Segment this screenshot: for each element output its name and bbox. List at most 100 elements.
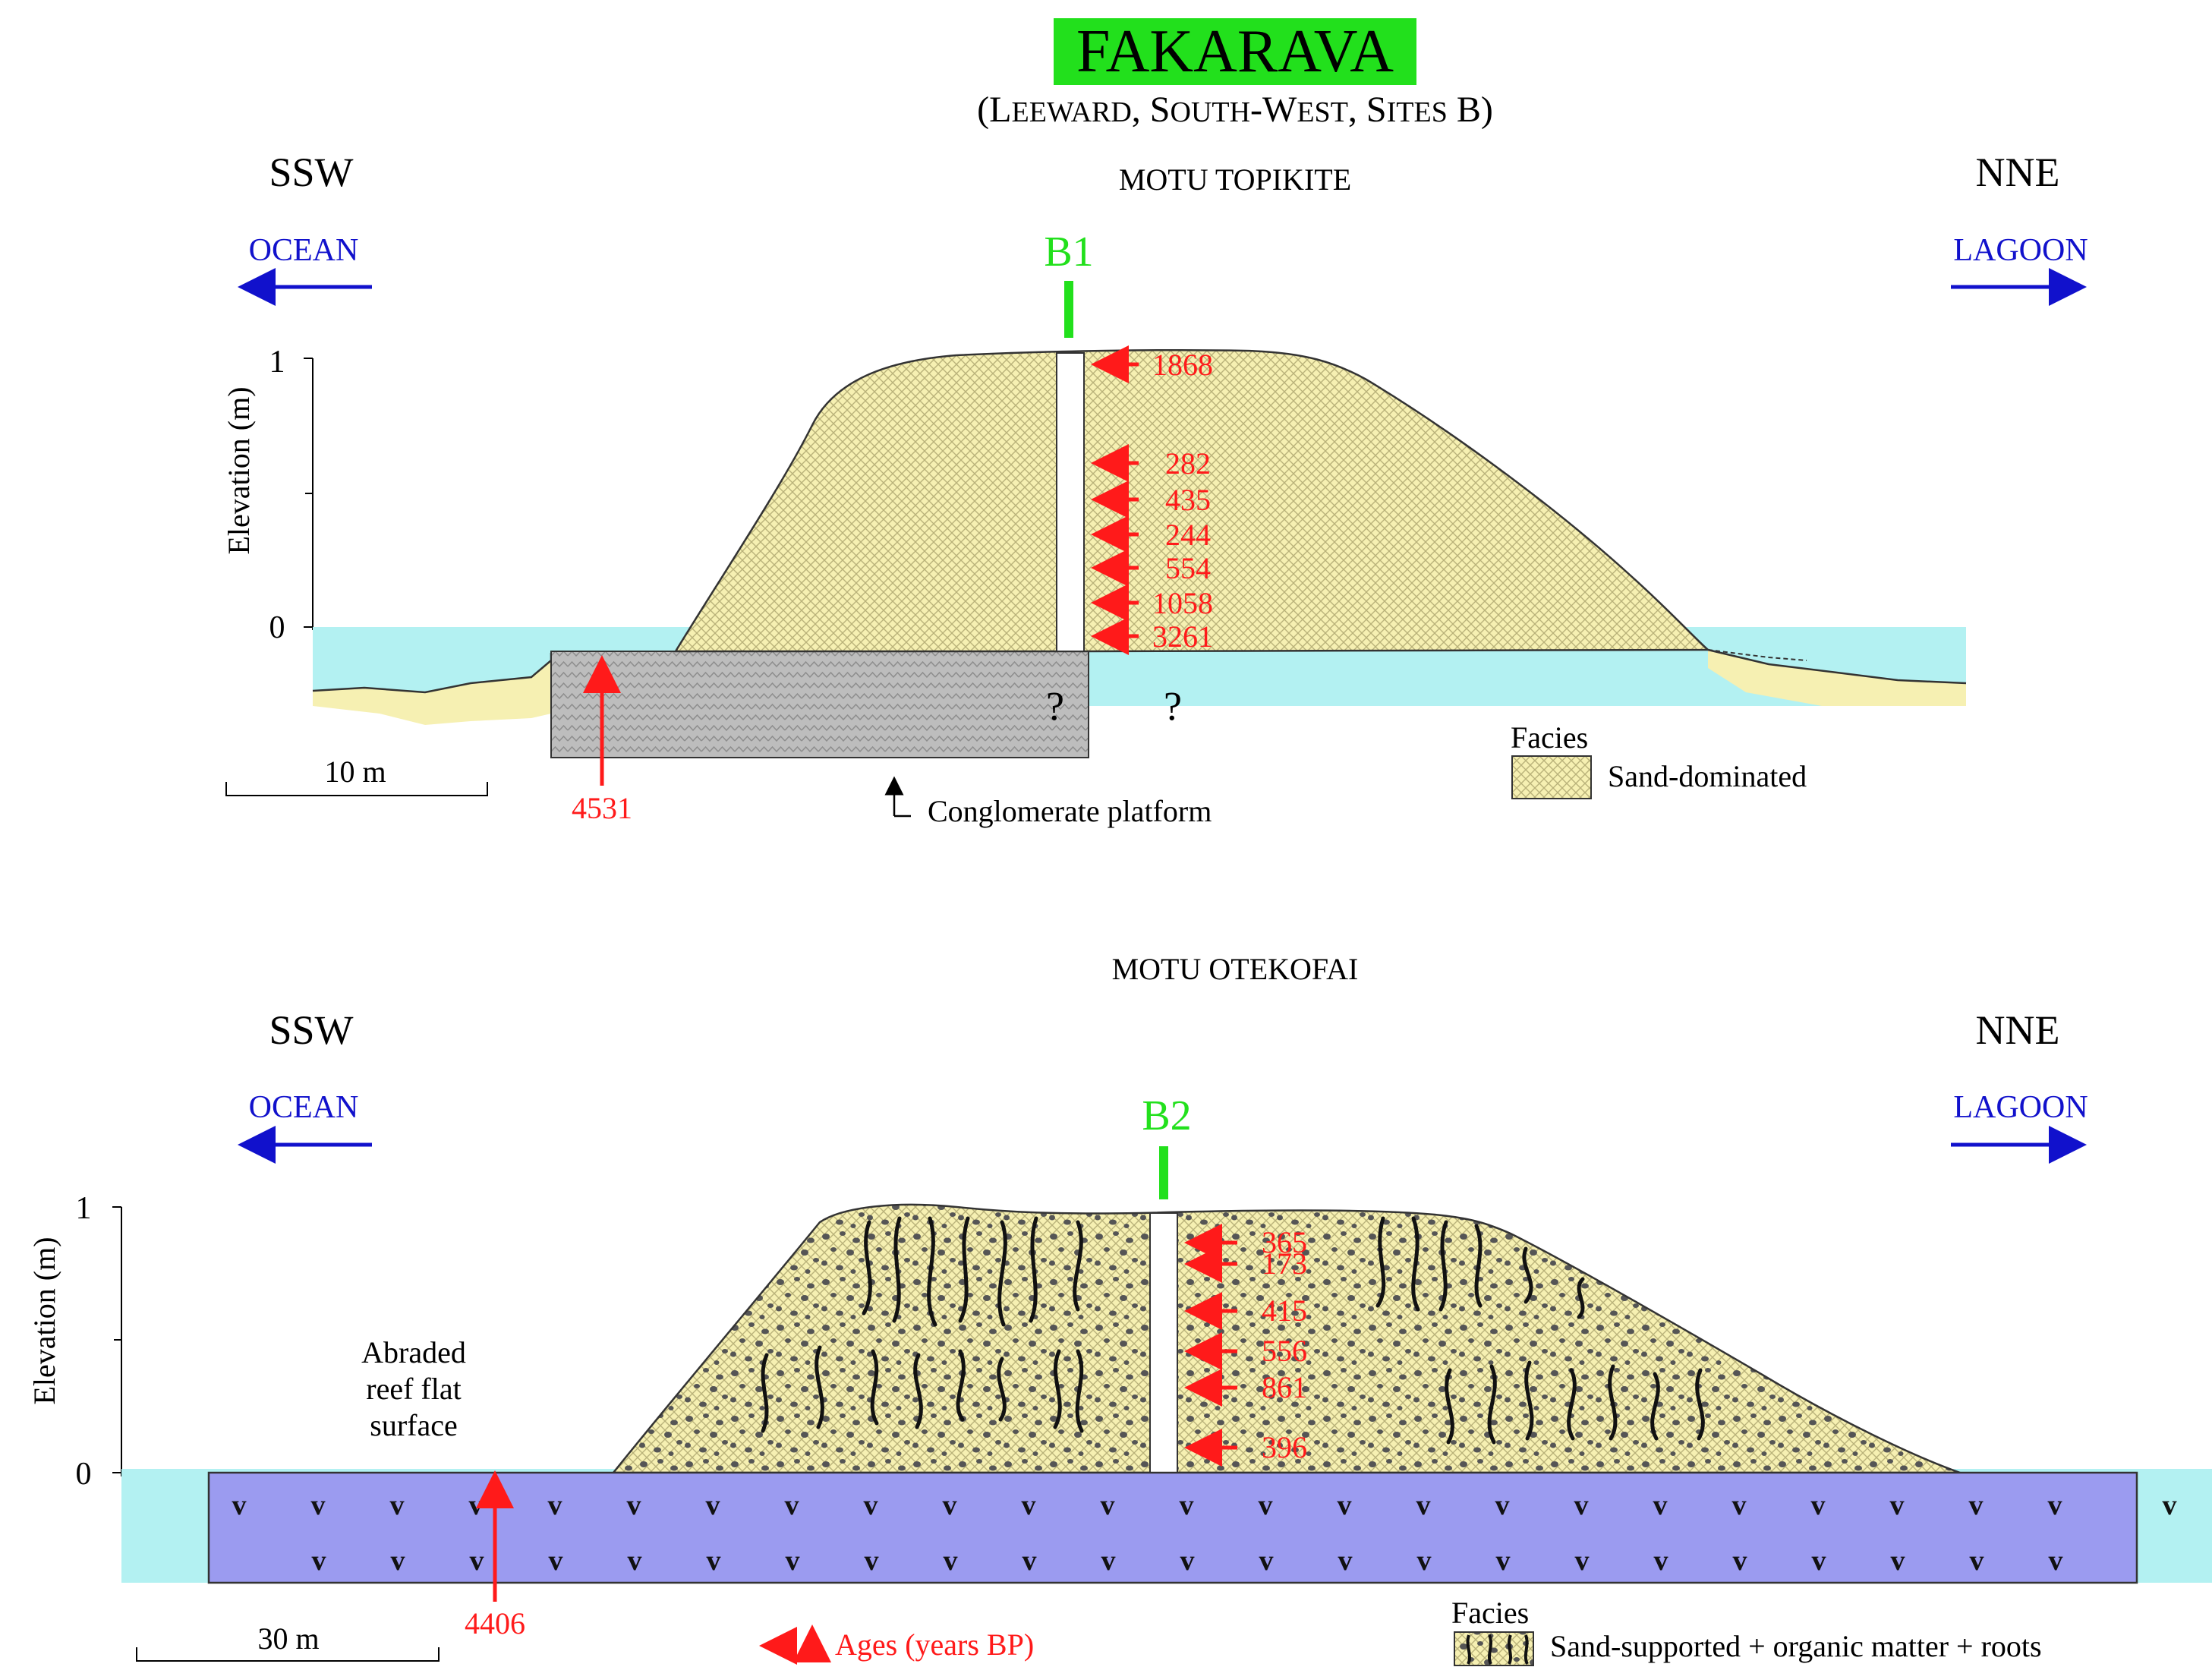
reef-marker: v [1891, 1545, 1905, 1577]
reef-marker: v [1890, 1489, 1905, 1521]
subtitle: (LEEWARD, SOUTH-WEST, SITES B) [977, 90, 1493, 130]
svg-text:173: 173 [1262, 1246, 1307, 1281]
reef-marker: v [549, 1545, 563, 1577]
bottom-y-tick-label-1: 1 [76, 1191, 92, 1226]
bottom-legend-swatch [1454, 1631, 1534, 1666]
svg-text:861: 861 [1262, 1370, 1307, 1404]
top-legend-item: Sand-dominated [1608, 759, 1807, 793]
top-ocean-label: OCEAN [249, 233, 359, 268]
reef-marker: v [1101, 1545, 1116, 1577]
bottom-panel: MOTU OTEKOFAI SSW NNE OCEAN LAGOON 1 0 E… [27, 952, 2212, 1666]
top-legend-swatch [1511, 755, 1592, 799]
bottom-age-173: 173 [1184, 1245, 1307, 1283]
bottom-scale-bar [136, 1647, 440, 1662]
svg-text:1058: 1058 [1152, 586, 1213, 620]
top-question-mark-1: ? [1046, 683, 1064, 729]
top-platform-age: 4531 [572, 655, 632, 825]
top-panel: MOTU TOPIKITE SSW NNE OCEAN LAGOON 1 0 E… [222, 150, 2088, 828]
bottom-y-tick-label-0: 0 [76, 1457, 92, 1492]
top-legend-title: Facies [1511, 720, 1588, 755]
top-ocean-sand-lower [313, 706, 551, 725]
top-core-label: B1 [1044, 228, 1093, 276]
bottom-reef-flat [207, 1471, 2138, 1584]
reef-marker: v [2049, 1545, 2063, 1577]
reef-marker: v [1259, 1545, 1274, 1577]
reef-marker: v [311, 1489, 326, 1521]
top-age-282: 282 [1091, 444, 1211, 482]
bottom-roots [761, 1216, 1705, 1445]
reef-marker: v [1811, 1489, 1826, 1521]
bottom-age-556: 556 [1184, 1332, 1307, 1370]
reef-marker: v [1496, 1545, 1511, 1577]
bottom-legend-item: Sand-supported + organic matter + roots [1550, 1629, 2042, 1663]
top-age-3261: 3261 [1091, 617, 1213, 655]
bottom-reef-label-line-2: reef flat [366, 1372, 461, 1406]
svg-text:282: 282 [1165, 446, 1211, 481]
reef-marker: v [1969, 1489, 1984, 1521]
bottom-legend-title: Facies [1451, 1596, 1529, 1630]
bottom-age-365: 365 [1184, 1224, 1307, 1262]
bottom-left-direction: SSW [269, 1007, 353, 1053]
bottom-lagoon-label: LAGOON [1953, 1090, 2088, 1125]
bottom-core-label: B2 [1142, 1092, 1191, 1139]
reef-marker: v [1654, 1545, 1668, 1577]
bottom-ocean-label: OCEAN [249, 1090, 359, 1125]
reef-marker: v [1812, 1545, 1826, 1577]
top-lagoon-label: LAGOON [1953, 233, 2088, 268]
svg-text:3261: 3261 [1152, 619, 1213, 654]
reef-marker: v [1495, 1489, 1510, 1521]
bottom-site-name: MOTU OTEKOFAI [1112, 952, 1359, 986]
reef-marker: v [232, 1489, 247, 1521]
bottom-sand-mound [611, 1203, 1961, 1474]
svg-text:415: 415 [1262, 1294, 1307, 1328]
top-age-244: 244 [1091, 515, 1211, 553]
top-age-1058: 1058 [1091, 584, 1213, 622]
reef-marker: v [943, 1489, 957, 1521]
reef-marker: v [2163, 1489, 2177, 1521]
bottom-reef-label-line-1: Abraded [361, 1335, 466, 1369]
top-conglomerate-platform [550, 651, 1089, 758]
top-lagoon-profile [1707, 648, 1967, 685]
reef-marker: v [1417, 1545, 1432, 1577]
top-lagoon-sand [1708, 650, 1966, 706]
reef-marker: v [2048, 1489, 2062, 1521]
top-y-axis-label: Elevation (m) [222, 386, 256, 554]
svg-text:365: 365 [1262, 1225, 1307, 1259]
top-scale-label: 10 m [324, 755, 386, 789]
reef-marker: v [1416, 1489, 1431, 1521]
reef-marker: v [1574, 1489, 1589, 1521]
svg-text:4406: 4406 [465, 1606, 525, 1640]
top-age-435: 435 [1091, 481, 1211, 518]
bottom-reef-label-line-3: surface [370, 1408, 457, 1442]
svg-text:4531: 4531 [572, 791, 632, 825]
ages-legend: Ages (years BP) [759, 1624, 1034, 1665]
top-platform-label: Conglomerate platform [928, 794, 1212, 828]
reef-marker: v [1101, 1489, 1115, 1521]
svg-text:556: 556 [1262, 1334, 1307, 1368]
reef-marker: v [1022, 1489, 1036, 1521]
ages-legend-label: Ages (years BP) [835, 1628, 1034, 1662]
top-question-mark-2: ? [1164, 683, 1182, 729]
reef-marker: v [390, 1489, 405, 1521]
top-site-name: MOTU TOPIKITE [1119, 162, 1351, 197]
top-left-direction: SSW [269, 150, 353, 195]
reef-marker: v [548, 1489, 562, 1521]
reef-marker: v [628, 1545, 642, 1577]
top-age-554: 554 [1091, 549, 1211, 587]
top-y-tick-label-0: 0 [269, 610, 285, 645]
svg-text:1868: 1868 [1152, 348, 1213, 382]
top-y-tick-label-1: 1 [269, 345, 285, 380]
reef-marker: v [1022, 1545, 1037, 1577]
svg-text:435: 435 [1165, 483, 1211, 517]
reef-marker: v [1338, 1489, 1352, 1521]
svg-text:396: 396 [1262, 1430, 1307, 1464]
title-background [1054, 18, 1416, 85]
top-scale-bar [225, 782, 488, 796]
reef-marker: v [786, 1545, 800, 1577]
reef-marker: v [864, 1489, 878, 1521]
reef-marker: v [865, 1545, 879, 1577]
top-age-1868: 1868 [1091, 345, 1213, 383]
reef-marker: v [1338, 1545, 1353, 1577]
reef-marker: v [470, 1545, 484, 1577]
